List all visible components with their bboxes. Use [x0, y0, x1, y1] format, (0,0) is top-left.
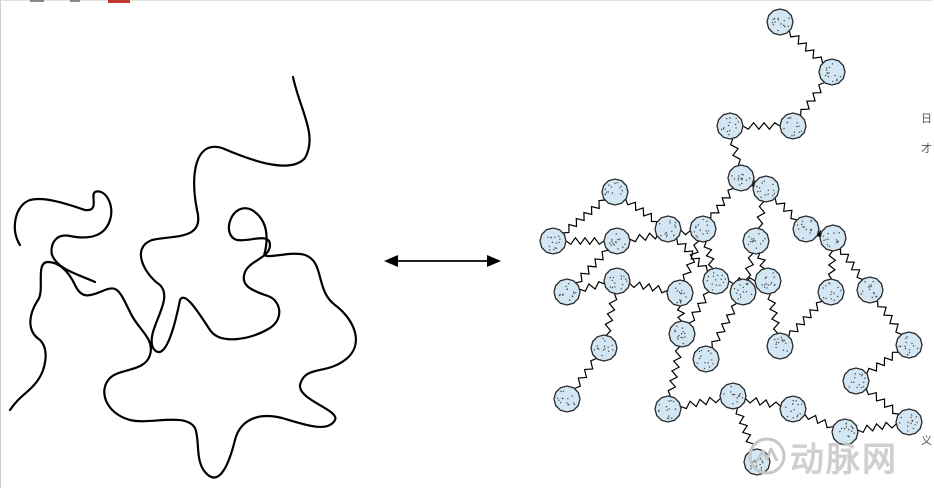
spring [800, 81, 825, 116]
bead [603, 267, 631, 295]
bead [654, 215, 682, 243]
bead [895, 408, 923, 436]
bead [668, 320, 696, 348]
top-strip [30, 0, 130, 3]
spring [676, 238, 708, 272]
watermark: 动脉网 [748, 434, 898, 480]
spring [729, 138, 742, 166]
bead [779, 112, 807, 140]
bead [792, 215, 820, 243]
spring [839, 248, 863, 280]
springs [563, 30, 902, 450]
bead [689, 215, 717, 243]
spring [680, 396, 721, 410]
bead [539, 227, 567, 255]
spring [710, 187, 734, 219]
bead [553, 385, 581, 413]
bead [727, 164, 755, 192]
spring [676, 305, 686, 322]
edge-char-3: 义 [921, 434, 932, 447]
spring [682, 240, 699, 281]
spring [563, 199, 605, 234]
spring [742, 121, 781, 131]
bead [590, 334, 618, 362]
bead [603, 227, 631, 255]
spring [804, 413, 834, 429]
spring [703, 241, 715, 269]
bead [654, 395, 682, 423]
bead [754, 267, 782, 295]
double-arrow [384, 255, 501, 267]
bead [553, 278, 581, 306]
spring [788, 30, 824, 64]
bead [692, 345, 720, 373]
spring [767, 293, 780, 334]
edge-char-2: 才 [921, 142, 932, 155]
spring [756, 253, 767, 269]
spring [565, 236, 605, 246]
edge-char-1: 日 [921, 112, 932, 125]
bead [856, 276, 884, 304]
bead [819, 224, 847, 252]
logo-icon [748, 437, 786, 475]
spring [788, 300, 823, 337]
spring [865, 388, 899, 415]
bead [666, 279, 694, 307]
bead [842, 367, 870, 395]
polymer-chain-end [13, 190, 113, 284]
polymer-chain [8, 75, 357, 479]
spring [667, 346, 682, 397]
bead [766, 332, 794, 360]
spring [735, 408, 755, 450]
bead [719, 382, 747, 410]
spring [625, 199, 658, 223]
spring [745, 396, 781, 409]
spring [688, 291, 710, 324]
bead [702, 267, 730, 295]
spring [575, 249, 609, 284]
spring [857, 421, 897, 434]
bead [895, 331, 923, 359]
spring [574, 357, 597, 390]
spring [579, 281, 605, 292]
bead [716, 112, 744, 140]
spring [774, 198, 797, 221]
beads [539, 8, 923, 476]
spring [876, 300, 902, 335]
bead [818, 58, 846, 86]
spring [827, 250, 837, 280]
bead [729, 278, 757, 306]
spring [711, 302, 737, 348]
spring [866, 351, 899, 374]
spring [756, 201, 766, 229]
bead [817, 278, 845, 306]
bead [831, 418, 859, 446]
bead [779, 395, 807, 423]
spring [744, 253, 755, 280]
watermark-text: 动脉网 [790, 439, 898, 480]
bead [601, 178, 629, 206]
bead [752, 175, 780, 203]
bead [742, 227, 770, 255]
spring [604, 293, 618, 336]
spring [629, 281, 668, 294]
bead [766, 8, 794, 36]
